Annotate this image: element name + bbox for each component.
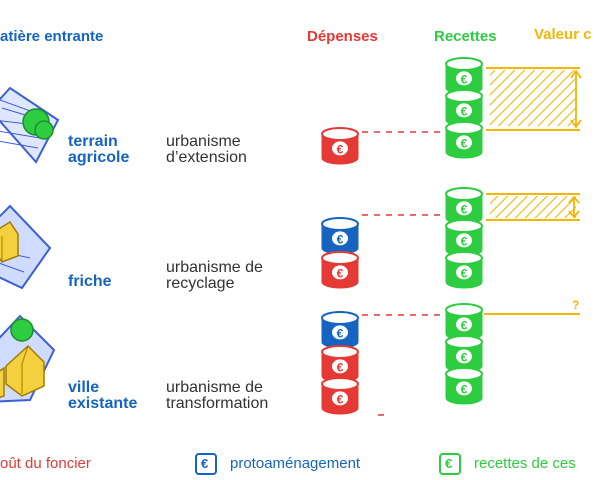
header-depenses: Dépenses xyxy=(307,28,378,45)
row1-label-line2: agricole xyxy=(68,149,130,166)
svg-text:€: € xyxy=(337,142,344,156)
legend-recettes-symbol: € xyxy=(445,456,453,471)
existing-town-icon xyxy=(0,314,56,403)
header-matiere-entrante: atière entrante xyxy=(0,28,104,45)
row3-label-line2: existante xyxy=(68,395,138,412)
svg-text:€: € xyxy=(461,136,468,150)
svg-text:€: € xyxy=(337,232,344,246)
legend-recettes-text: recettes de ces xyxy=(474,455,576,472)
row3-urbanism-line2: transformation xyxy=(166,395,269,412)
row2-urbanism-line2: recyclage xyxy=(166,275,235,292)
agricultural-land-icon xyxy=(0,86,60,164)
coin-recettes: € xyxy=(445,303,483,341)
svg-text:€: € xyxy=(461,382,468,396)
row1-urbanism-line1: urbanisme xyxy=(166,133,241,150)
legend-proto-text: protoaménagement xyxy=(230,455,361,472)
coin-depenses: € xyxy=(321,127,359,165)
row3-label-line1: ville xyxy=(68,379,100,396)
coin-stacks: € € € € € € € € € € € € € € € xyxy=(321,57,483,415)
svg-text:€: € xyxy=(461,266,468,280)
svg-text:€: € xyxy=(461,202,468,216)
coin-recettes: € xyxy=(445,57,483,95)
coin-recettes: € xyxy=(445,251,483,289)
coin-recettes: € xyxy=(445,121,483,159)
coin-depenses: € xyxy=(321,345,359,383)
legend-foncier-text: oût du foncier xyxy=(0,455,91,472)
svg-text:€: € xyxy=(461,318,468,332)
legend-proto-symbol: € xyxy=(201,456,209,471)
wasteland-icon xyxy=(0,204,52,290)
dashed-connectors xyxy=(362,131,446,416)
legend-recettes-icon xyxy=(439,453,461,475)
coin-recettes: € xyxy=(445,89,483,127)
coin-recettes: € xyxy=(445,219,483,257)
svg-text:€: € xyxy=(461,72,468,86)
coin-proto: € xyxy=(321,217,359,255)
row3-urbanism-line1: urbanisme de xyxy=(166,379,263,396)
svg-text:€: € xyxy=(337,326,344,340)
valeur-row2 xyxy=(486,193,580,221)
svg-text:€: € xyxy=(337,266,344,280)
coin-proto: € xyxy=(321,311,359,349)
svg-text:€: € xyxy=(337,392,344,406)
svg-text:€: € xyxy=(461,350,468,364)
coin-recettes: € xyxy=(445,367,483,405)
valeur-row1 xyxy=(486,67,582,131)
coin-recettes: € xyxy=(445,335,483,373)
row1-urbanism-line2: d’extension xyxy=(166,149,247,166)
coin-depenses: € xyxy=(321,251,359,289)
header-recettes: Recettes xyxy=(434,28,497,45)
coin-depenses: € xyxy=(321,377,359,415)
svg-text:€: € xyxy=(461,104,468,118)
question-mark: ? xyxy=(572,298,580,312)
header-valeur: Valeur c xyxy=(534,26,592,43)
row2-urbanism-line1: urbanisme de xyxy=(166,259,263,276)
legend-proto-icon xyxy=(195,453,217,475)
svg-text:€: € xyxy=(461,234,468,248)
row1-label-line1: terrain xyxy=(68,133,118,150)
svg-text:€: € xyxy=(337,360,344,374)
coin-recettes: € xyxy=(445,187,483,225)
row2-label-line1: friche xyxy=(68,273,112,290)
